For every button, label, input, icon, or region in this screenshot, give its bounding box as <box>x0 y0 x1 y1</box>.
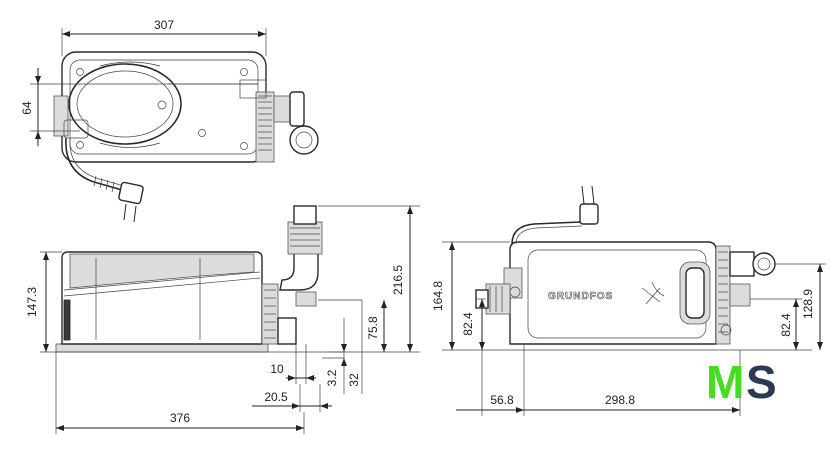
logo-letter-m: M <box>706 356 744 408</box>
ms-logo: M S <box>706 356 777 408</box>
logo-letter-s: S <box>746 356 777 408</box>
dim-side-height: 164.8 <box>431 281 445 311</box>
dim-front-inlet-height: 75.8 <box>366 316 380 340</box>
dim-front-width: 376 <box>170 411 190 425</box>
dim-front-offset-10: 10 <box>270 362 284 376</box>
dim-front-outlet-height: 216.5 <box>391 265 405 295</box>
dim-front-offset-32: 32 <box>347 373 361 387</box>
dim-side-width: 298.8 <box>605 393 635 407</box>
dim-side-inlet-height-left: 82.4 <box>461 312 475 336</box>
front-view: 147.3 216.5 75.8 3.2 32 10 <box>25 205 420 434</box>
top-view: 307 64 <box>20 18 319 223</box>
dim-front-offset-3-2: 3.2 <box>325 369 339 386</box>
brand-label: GRUNDFOS <box>548 291 613 302</box>
side-view: GRUNDFOS <box>431 185 826 416</box>
dim-front-offset-20-5: 20.5 <box>264 390 288 404</box>
dim-top-width: 307 <box>154 18 174 32</box>
dim-front-height: 147.3 <box>25 287 39 317</box>
dim-side-inlet-height-right: 82.4 <box>779 313 793 337</box>
dim-top-depth: 64 <box>20 101 34 115</box>
dim-side-offset: 56.8 <box>490 393 514 407</box>
dim-side-outlet-height: 128.9 <box>801 289 815 319</box>
